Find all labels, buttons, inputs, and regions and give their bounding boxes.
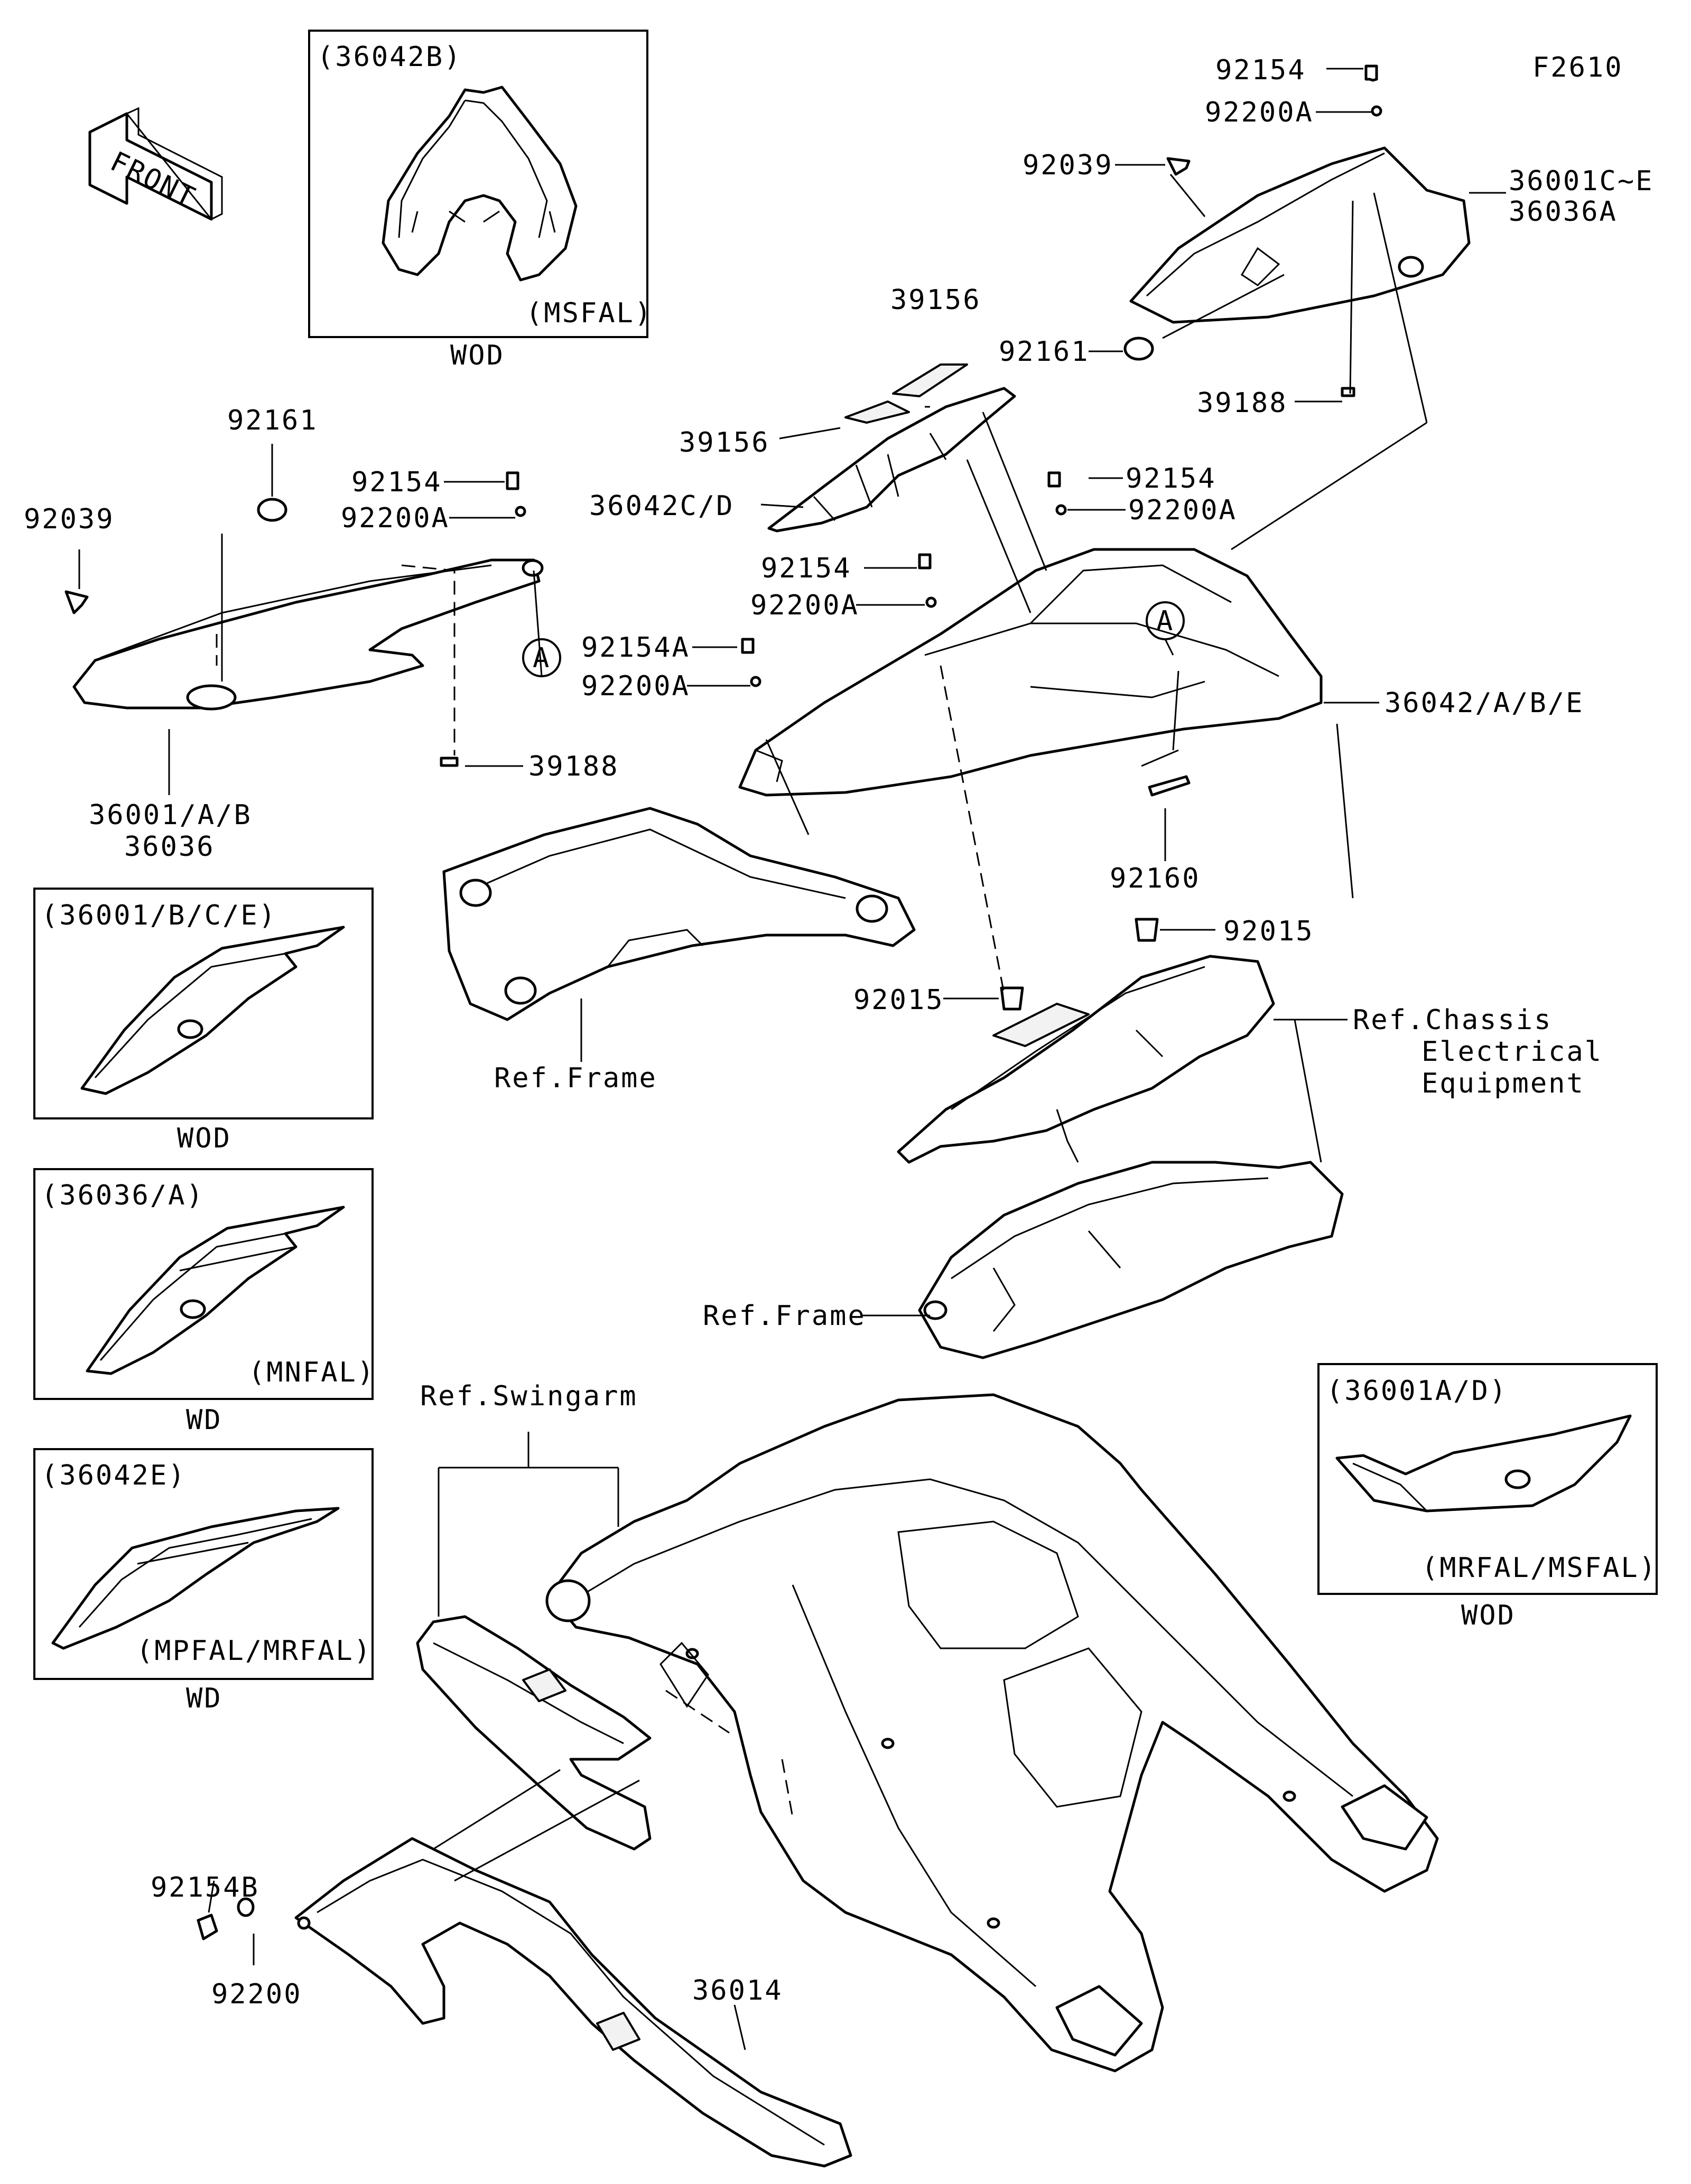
label-36001C-E: 36001C~E xyxy=(1509,165,1653,197)
label-36042C-D: 36042C/D xyxy=(589,490,734,522)
side-cover-36001AD xyxy=(1335,1414,1632,1513)
label-92200: 92200 xyxy=(211,1978,302,2010)
inset-box-36001AD: (36001A/D) (MRFAL/MSFAL) WOD xyxy=(1317,1363,1658,1631)
part-36042CD xyxy=(767,363,1016,533)
label-36036A: 36036A xyxy=(1509,196,1618,228)
inset-code: (36001A/D) xyxy=(1326,1375,1508,1407)
label-92200A: 92200A xyxy=(341,502,450,534)
inset-caption: WD xyxy=(186,1404,222,1436)
inset-caption: WOD xyxy=(1461,1600,1516,1631)
label-92039: 92039 xyxy=(1023,150,1113,181)
inset-box-36001BCE: (36001/B/C/E) WOD xyxy=(33,888,374,1154)
label-ref-frame: Ref.Frame xyxy=(703,1300,866,1332)
label-92015: 92015 xyxy=(853,984,944,1016)
inset-caption: WOD xyxy=(177,1123,231,1154)
label-ref-chassis-equipment: Equipment xyxy=(1421,1068,1585,1099)
inset-caption: WD xyxy=(186,1683,222,1714)
ref-electrical-tray xyxy=(897,955,1275,1164)
leader-lines xyxy=(78,68,1506,2050)
label-92161: 92161 xyxy=(227,405,318,436)
part-36042ABE xyxy=(738,548,1323,797)
label-92039: 92039 xyxy=(24,503,115,535)
inset-code: (36001/B/C/E) xyxy=(41,900,277,931)
label-36014: 36014 xyxy=(692,1975,783,2006)
label-92154A: 92154A xyxy=(581,632,690,664)
label-92154: 92154 xyxy=(1126,463,1216,494)
label-ref-chassis: Ref.Chassis xyxy=(1353,1004,1552,1036)
label-92154: 92154 xyxy=(1215,54,1306,86)
label-39188: 39188 xyxy=(1197,387,1288,419)
inset-variant: (MPFAL/MRFAL) xyxy=(136,1635,372,1667)
label-39156: 39156 xyxy=(679,427,770,459)
part-36001CE xyxy=(1129,146,1471,324)
side-cover-36036 xyxy=(86,1206,345,1375)
dashed-guide-lines xyxy=(216,564,1005,1818)
label-36042-A-B-E: 36042/A/B/E xyxy=(1385,687,1584,719)
swingarm-chain-slider xyxy=(416,1615,709,1851)
hardware-parts xyxy=(64,64,1382,1940)
inset-variant: (MSFAL) xyxy=(526,297,653,329)
label-39188: 39188 xyxy=(528,751,619,782)
inset-box-36042B: (36042B) (MSFAL) WOD xyxy=(308,30,653,371)
ref-frame-subframe xyxy=(442,807,916,1021)
label-ref-swingarm: Ref.Swingarm xyxy=(420,1380,638,1412)
label-92154: 92154 xyxy=(761,553,852,584)
label-92154: 92154 xyxy=(351,466,442,498)
callout-a-right: A xyxy=(1156,605,1174,637)
label-92200A: 92200A xyxy=(1205,97,1314,128)
front-arrow-icon: FRONT xyxy=(88,107,223,221)
label-92160: 92160 xyxy=(1110,863,1201,894)
label-36001-A-B: 36001/A/B xyxy=(89,799,252,831)
label-ref-frame: Ref.Frame xyxy=(494,1062,657,1094)
ref-frame-rear xyxy=(918,1161,1344,1359)
seat-cowl-36042E xyxy=(51,1507,340,1650)
label-92200A: 92200A xyxy=(581,670,690,702)
label-92161: 92161 xyxy=(999,336,1090,368)
side-cover-36001 xyxy=(80,926,345,1095)
part-36001AB xyxy=(72,558,544,711)
label-ref-chassis-electrical: Electrical xyxy=(1421,1036,1603,1068)
inset-code: (36042B) xyxy=(317,41,462,73)
ref-swingarm-frame xyxy=(545,1393,1439,2073)
part-36014 xyxy=(294,1837,852,2168)
inset-code: (36036/A) xyxy=(41,1180,205,1211)
label-92015: 92015 xyxy=(1223,916,1314,947)
seat-cowl-inner-36042B xyxy=(382,86,578,282)
inset-box-36036A: (36036/A) (MNFAL) WD xyxy=(33,1168,375,1436)
inset-code: (36042E) xyxy=(41,1460,186,1491)
label-92200A: 92200A xyxy=(750,590,859,621)
label-39156: 39156 xyxy=(890,284,981,316)
inset-variant: (MRFAL/MSFAL) xyxy=(1421,1552,1657,1584)
label-36036: 36036 xyxy=(124,831,215,863)
inset-box-36042E: (36042E) (MPFAL/MRFAL) WD xyxy=(33,1448,374,1714)
inset-caption: WOD xyxy=(450,340,505,371)
figure-code: F2610 xyxy=(1532,52,1623,83)
label-92154B: 92154B xyxy=(151,1872,259,1903)
label-92200A: 92200A xyxy=(1128,494,1237,526)
inset-variant: (MNFAL) xyxy=(248,1357,375,1388)
